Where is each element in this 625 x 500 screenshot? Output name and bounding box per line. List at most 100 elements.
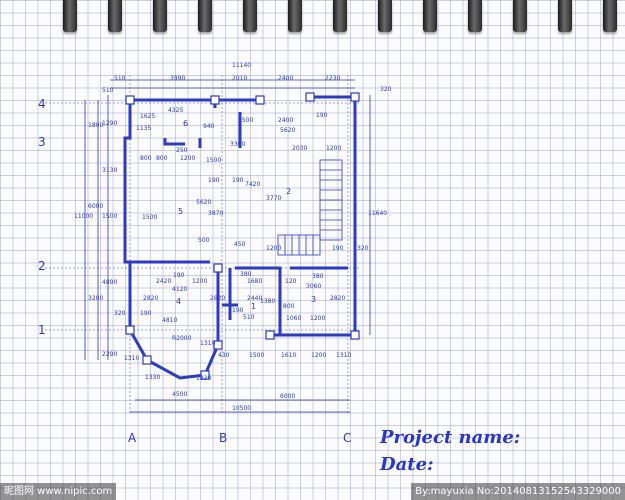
- watermark-right: By:mayuxia No:20140813152543329000: [411, 483, 625, 500]
- dimension-label: 1330: [196, 375, 211, 382]
- dimension-label: 1200: [310, 315, 325, 322]
- dimension-label: 11000: [74, 213, 93, 220]
- reference-lines: [45, 75, 360, 415]
- date-label: Date:: [380, 454, 434, 475]
- dimension-label: 800: [140, 155, 152, 162]
- binding-ring: [63, 0, 77, 32]
- binding-ring: [378, 0, 392, 32]
- axis-letter-label: C: [343, 431, 351, 445]
- room-number: 1: [251, 302, 256, 311]
- dimension-label: R2000: [172, 335, 192, 342]
- dimension-label: 3990: [170, 75, 185, 82]
- dimension-label: 190: [173, 272, 185, 279]
- dimension-label: 1500: [249, 352, 264, 359]
- binding-ring: [513, 0, 527, 32]
- dimension-label: 3060: [306, 283, 321, 290]
- axis-number-label: 3: [38, 135, 46, 149]
- dimension-label: 2030: [292, 145, 307, 152]
- dimension-label: 6000: [280, 393, 295, 400]
- dimension-label: 320: [357, 245, 369, 252]
- dimension-label: 510: [243, 314, 255, 321]
- dimension-label: 2400: [278, 117, 293, 124]
- dimension-label: 7420: [245, 181, 260, 188]
- binding-ring: [288, 0, 302, 32]
- dimension-label: 3130: [102, 167, 117, 174]
- project-name-label: Project name:: [380, 427, 521, 448]
- binding-ring: [108, 0, 122, 32]
- room-number: 3: [311, 295, 316, 304]
- room-number: 4: [176, 297, 181, 306]
- axis-number-label: 4: [38, 97, 46, 111]
- dimension-label: 190: [232, 307, 244, 314]
- dimension-label: 3870: [208, 210, 223, 217]
- dimension-label: 800: [156, 155, 168, 162]
- dimension-label: 11640: [368, 210, 387, 217]
- dimension-label: 5620: [196, 199, 211, 206]
- dimension-label: 3300: [230, 141, 245, 148]
- spiral-binding: [0, 0, 625, 34]
- dimension-label: 11140: [232, 62, 251, 69]
- dimension-label: 1610: [281, 352, 296, 359]
- dimension-label: 190: [140, 310, 152, 317]
- dimension-label: 1200: [311, 352, 326, 359]
- dimension-label: 6000: [88, 203, 103, 210]
- dimension-label: 500: [198, 237, 210, 244]
- room-number: 2: [286, 187, 291, 196]
- dimension-label: 2820: [210, 295, 225, 302]
- dimension-label: 2820: [143, 295, 158, 302]
- binding-ring: [243, 0, 257, 32]
- dimension-label: 510: [114, 75, 126, 82]
- axis-number-label: 1: [38, 323, 46, 337]
- binding-ring: [558, 0, 572, 32]
- dimension-label: 380: [312, 273, 324, 280]
- staircase: [277, 159, 343, 256]
- dimension-label: 4325: [168, 107, 183, 114]
- dimension-label: 1800: [88, 122, 103, 129]
- dimension-label: 4120: [172, 286, 187, 293]
- dimension-label: 1500: [102, 213, 117, 220]
- dimension-label: 1380: [260, 298, 275, 305]
- dimension-label: 1680: [247, 278, 262, 285]
- dimension-label: 1290: [102, 120, 117, 127]
- dimension-label: 1500: [238, 117, 253, 124]
- dimension-label: 190: [316, 112, 328, 119]
- dimension-label: 1200: [326, 145, 341, 152]
- room-number: 6: [183, 119, 188, 128]
- axis-letter-label: A: [128, 431, 137, 445]
- dimension-label: 2010: [232, 75, 247, 82]
- dimension-labels: 11140 510 3990 2010 2400 2230 320 510 43…: [74, 62, 392, 412]
- axis-letter-label: B: [219, 431, 227, 445]
- dimension-label: 250: [176, 147, 188, 154]
- columns: [125, 92, 360, 380]
- dimension-label: 4500: [172, 391, 187, 398]
- dimension-label: 2440: [247, 295, 262, 302]
- dimension-label: 120: [285, 278, 297, 285]
- binding-ring: [198, 0, 212, 32]
- binding-ring: [153, 0, 167, 32]
- dimension-label: 3770: [266, 195, 281, 202]
- dimension-label: 430: [218, 352, 230, 359]
- dimension-label: 3200: [88, 295, 103, 302]
- dimension-label: 2400: [278, 75, 293, 82]
- watermark-left: 昵图网 www.nipic.com: [0, 483, 117, 500]
- dimension-label: 510: [102, 87, 114, 94]
- dimension-label: 190: [332, 245, 344, 252]
- dimension-label: 1200: [192, 278, 207, 285]
- dimension-label: 1310: [336, 352, 351, 359]
- walls: [123, 95, 357, 380]
- dimension-label: 940: [203, 123, 215, 130]
- dimension-label: 1310: [124, 355, 139, 362]
- dimension-label: 320: [380, 86, 392, 93]
- room-number: 5: [178, 207, 183, 216]
- dimension-label: 1200: [266, 245, 281, 252]
- dimension-label: 320: [114, 310, 126, 317]
- dimension-label: 10500: [232, 405, 251, 412]
- dimension-lines: [84, 79, 371, 413]
- dimension-label: 190: [208, 177, 220, 184]
- dimension-label: 1310: [200, 340, 215, 347]
- dimension-label: 1500: [142, 214, 157, 221]
- binding-ring: [423, 0, 437, 32]
- axis-number-label: 2: [38, 259, 46, 273]
